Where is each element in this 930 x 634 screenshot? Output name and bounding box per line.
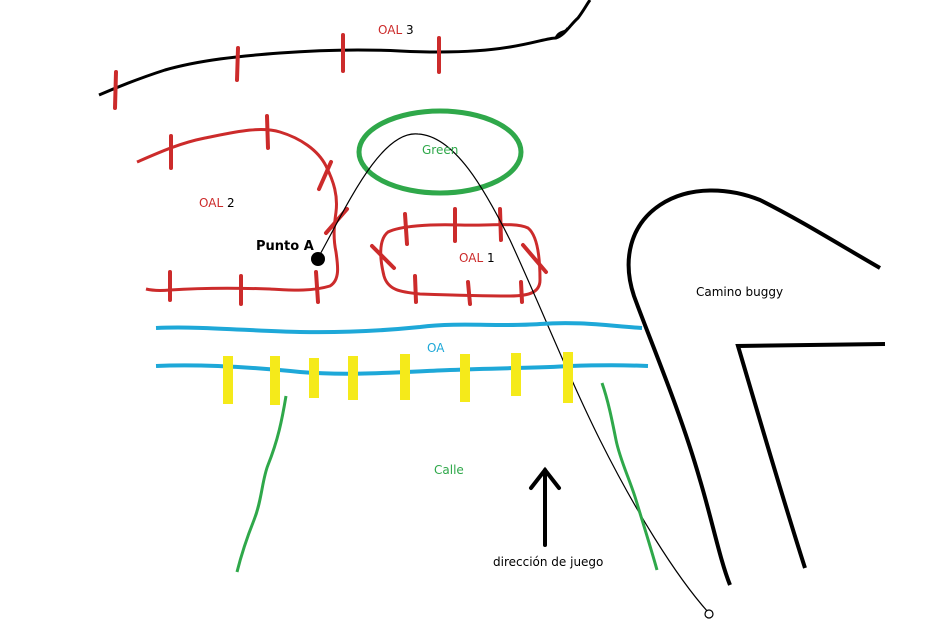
oal2-label-number: 2 (226, 196, 235, 210)
green-outline (356, 108, 524, 196)
fairway-left-edge (235, 395, 288, 573)
oal1-stake (370, 244, 396, 270)
oal3-stake (113, 70, 118, 110)
buggy-path-inner (735, 342, 886, 569)
oal2-label: OAL 2 (199, 196, 235, 210)
punto-a-label: Punto A (256, 239, 314, 254)
oal2-stake (314, 270, 320, 304)
ball-end-marker (704, 609, 714, 619)
fairway-right-edge (600, 382, 659, 571)
camino-buggy-label: Camino buggy (696, 285, 784, 299)
oal3-boundary-tail (554, 27, 570, 39)
oal2-stakes (168, 114, 349, 306)
punto-a-marker (311, 252, 325, 266)
oal2-label-prefix: OAL (199, 196, 224, 210)
oa-yellow-stakes (223, 352, 573, 405)
oal1-stake (403, 212, 409, 246)
oal3-stakes (113, 33, 441, 110)
oal3-stake (235, 46, 240, 82)
oal1-label: OAL 1 (459, 251, 495, 265)
oal1-boundary-line (379, 223, 542, 298)
oal2-stake (324, 207, 349, 235)
oal1-stake (519, 280, 524, 304)
green-label: Green (422, 143, 459, 157)
oal1-label-prefix: OAL (459, 251, 484, 265)
oal1-stake (413, 274, 418, 304)
direccion-label: dirección de juego (493, 555, 604, 569)
oal2-stake (265, 114, 270, 150)
oal2-stake (317, 160, 333, 191)
oal1-stakes (370, 207, 548, 306)
oal1-stake (466, 280, 472, 306)
oal3-label-number: 3 (405, 23, 414, 37)
oa-lower-line (155, 363, 649, 376)
oal1-stake (498, 207, 503, 242)
play-direction-arrow (529, 466, 561, 547)
oal3-label: OAL 3 (378, 23, 414, 37)
oa-upper-line (155, 321, 643, 335)
oal3-boundary-line (98, 0, 592, 97)
oal3-label-prefix: OAL (378, 23, 403, 37)
oal2-boundary-line (136, 128, 340, 292)
oa-label: OA (427, 341, 445, 355)
oal1-label-number: 1 (486, 251, 495, 265)
oal1-stake (521, 243, 548, 274)
buggy-path-outer (626, 188, 881, 586)
calle-label: Calle (434, 463, 464, 477)
